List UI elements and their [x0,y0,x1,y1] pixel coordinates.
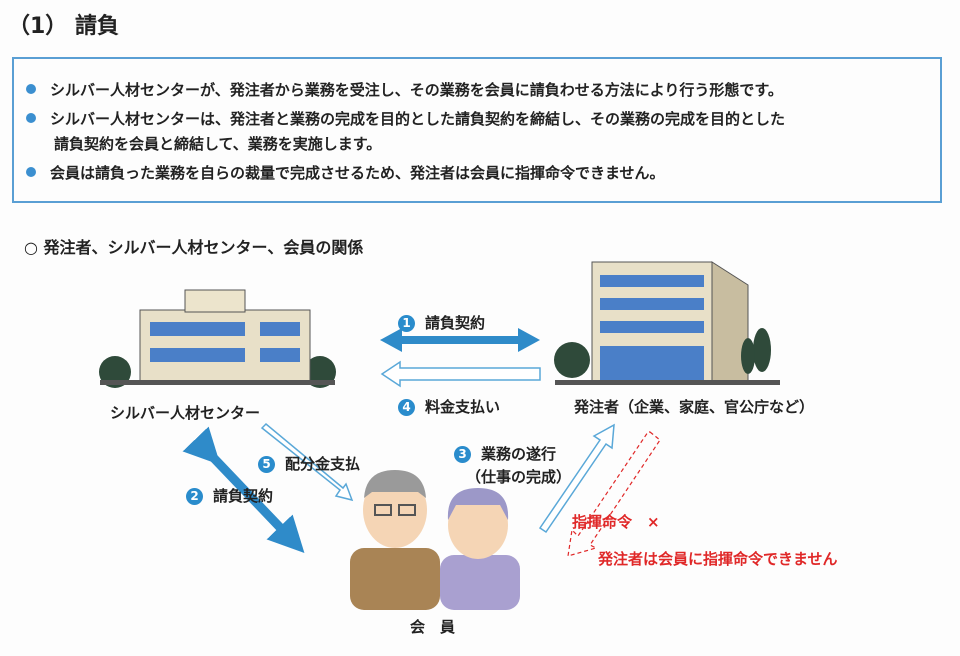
summary-bullet-2: シルバー人材センターは、発注者と業務の完成を目的とした請負契約を締結し、その業務… [26,108,785,129]
summary-box: シルバー人材センターが、発注者から業務を受注し、その業務を会員に請負わせる方法に… [12,57,942,203]
page-title: （1） 請負 [8,14,119,39]
step-2-text: 請負契約 [213,487,274,505]
client-building-icon [554,261,780,385]
step-3-label: 3 業務の遂行 [454,443,556,464]
summary-bullet-1: シルバー人材センターが、発注者から業務を受注し、その業務を会員に請負わせる方法に… [26,79,783,100]
bullet-text: シルバー人材センターが、発注者から業務を受注し、その業務を会員に請負わせる方法に… [50,81,783,99]
step-3-text: 業務の遂行 [481,445,557,463]
bullet-text: 会員は請負った業務を自らの裁量で完成させるため、発注者は会員に指揮命令できません… [50,164,665,182]
summary-bullet-3: 会員は請負った業務を自らの裁量で完成させるため、発注者は会員に指揮命令できません… [26,162,665,183]
no-command-note: 発注者は会員に指揮命令できません [598,550,838,568]
bullet-icon [26,84,36,94]
step-4-number: 4 [398,399,415,416]
member-contract-arrow [182,426,305,554]
step-1-label: 1 請負契約 [398,312,485,333]
client-label: 発注者（企業、家庭、官公庁など） [574,398,815,416]
section-heading: ○ 発注者、シルバー人材センター、会員の関係 [24,238,364,257]
step-2-number: 2 [186,488,203,505]
step-1-text: 請負契約 [425,314,486,332]
distribution-arrow [260,422,354,502]
step-1-number: 1 [398,315,415,332]
silver-center-building-icon [99,289,336,388]
step-3-number: 3 [454,446,471,463]
step-3-sublabel: （仕事の完成） [466,468,572,486]
work-completion-arrow [538,423,615,534]
member-label: 会 員 [410,618,456,636]
no-command-arrow [567,431,661,557]
bullet-icon [26,167,36,177]
bullet-text: シルバー人材センターは、発注者と業務の完成を目的とした請負契約を締結し、その業務… [50,110,786,128]
no-command-label: 指揮命令 × [572,513,660,531]
step-5-text: 配分金支払 [285,455,361,473]
step-4-text: 料金支払い [425,398,501,416]
contract-double-arrow [380,328,540,352]
step-5-number: 5 [258,456,275,473]
payment-arrow [380,360,541,388]
step-4-label: 4 料金支払い [398,396,500,417]
summary-bullet-2-cont: 請負契約を会員と締結して、業務を実施します。 [54,135,382,153]
step-5-label: 5 配分金支払 [258,453,360,474]
silver-center-label: シルバー人材センター [110,404,261,422]
members-illustration [350,470,520,610]
step-2-label: 2 請負契約 [186,485,273,506]
bullet-icon [26,113,36,123]
